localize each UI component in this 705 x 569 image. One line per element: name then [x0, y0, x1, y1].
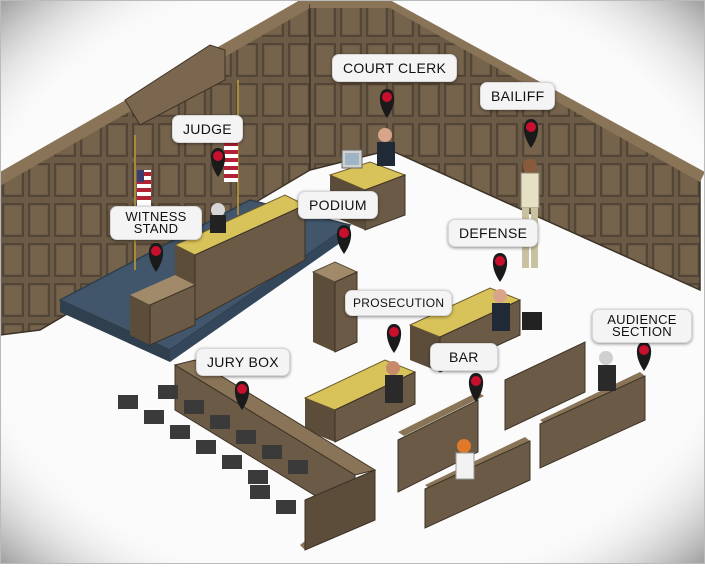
label-witness-line1: WITNESS	[125, 209, 187, 224]
label-bar[interactable]: BAR	[430, 343, 498, 371]
label-witness-stand[interactable]: WITNESS STAND	[110, 206, 202, 240]
label-court-clerk[interactable]: COURT CLERK	[332, 54, 458, 82]
label-judge[interactable]: JUDGE	[172, 115, 243, 143]
label-podium[interactable]: PODIUM	[298, 191, 378, 219]
label-audience-line1: AUDIENCE	[607, 312, 677, 327]
label-jury-box[interactable]: JURY BOX	[196, 348, 290, 376]
label-audience-line2: SECTION	[612, 324, 672, 339]
label-witness-line2: STAND	[133, 221, 179, 236]
label-prosecution[interactable]: PROSECUTION	[345, 290, 453, 316]
label-bailiff[interactable]: BAILIFF	[480, 82, 556, 110]
label-audience-section[interactable]: AUDIENCE SECTION	[592, 309, 692, 343]
label-defense[interactable]: DEFENSE	[448, 219, 539, 247]
